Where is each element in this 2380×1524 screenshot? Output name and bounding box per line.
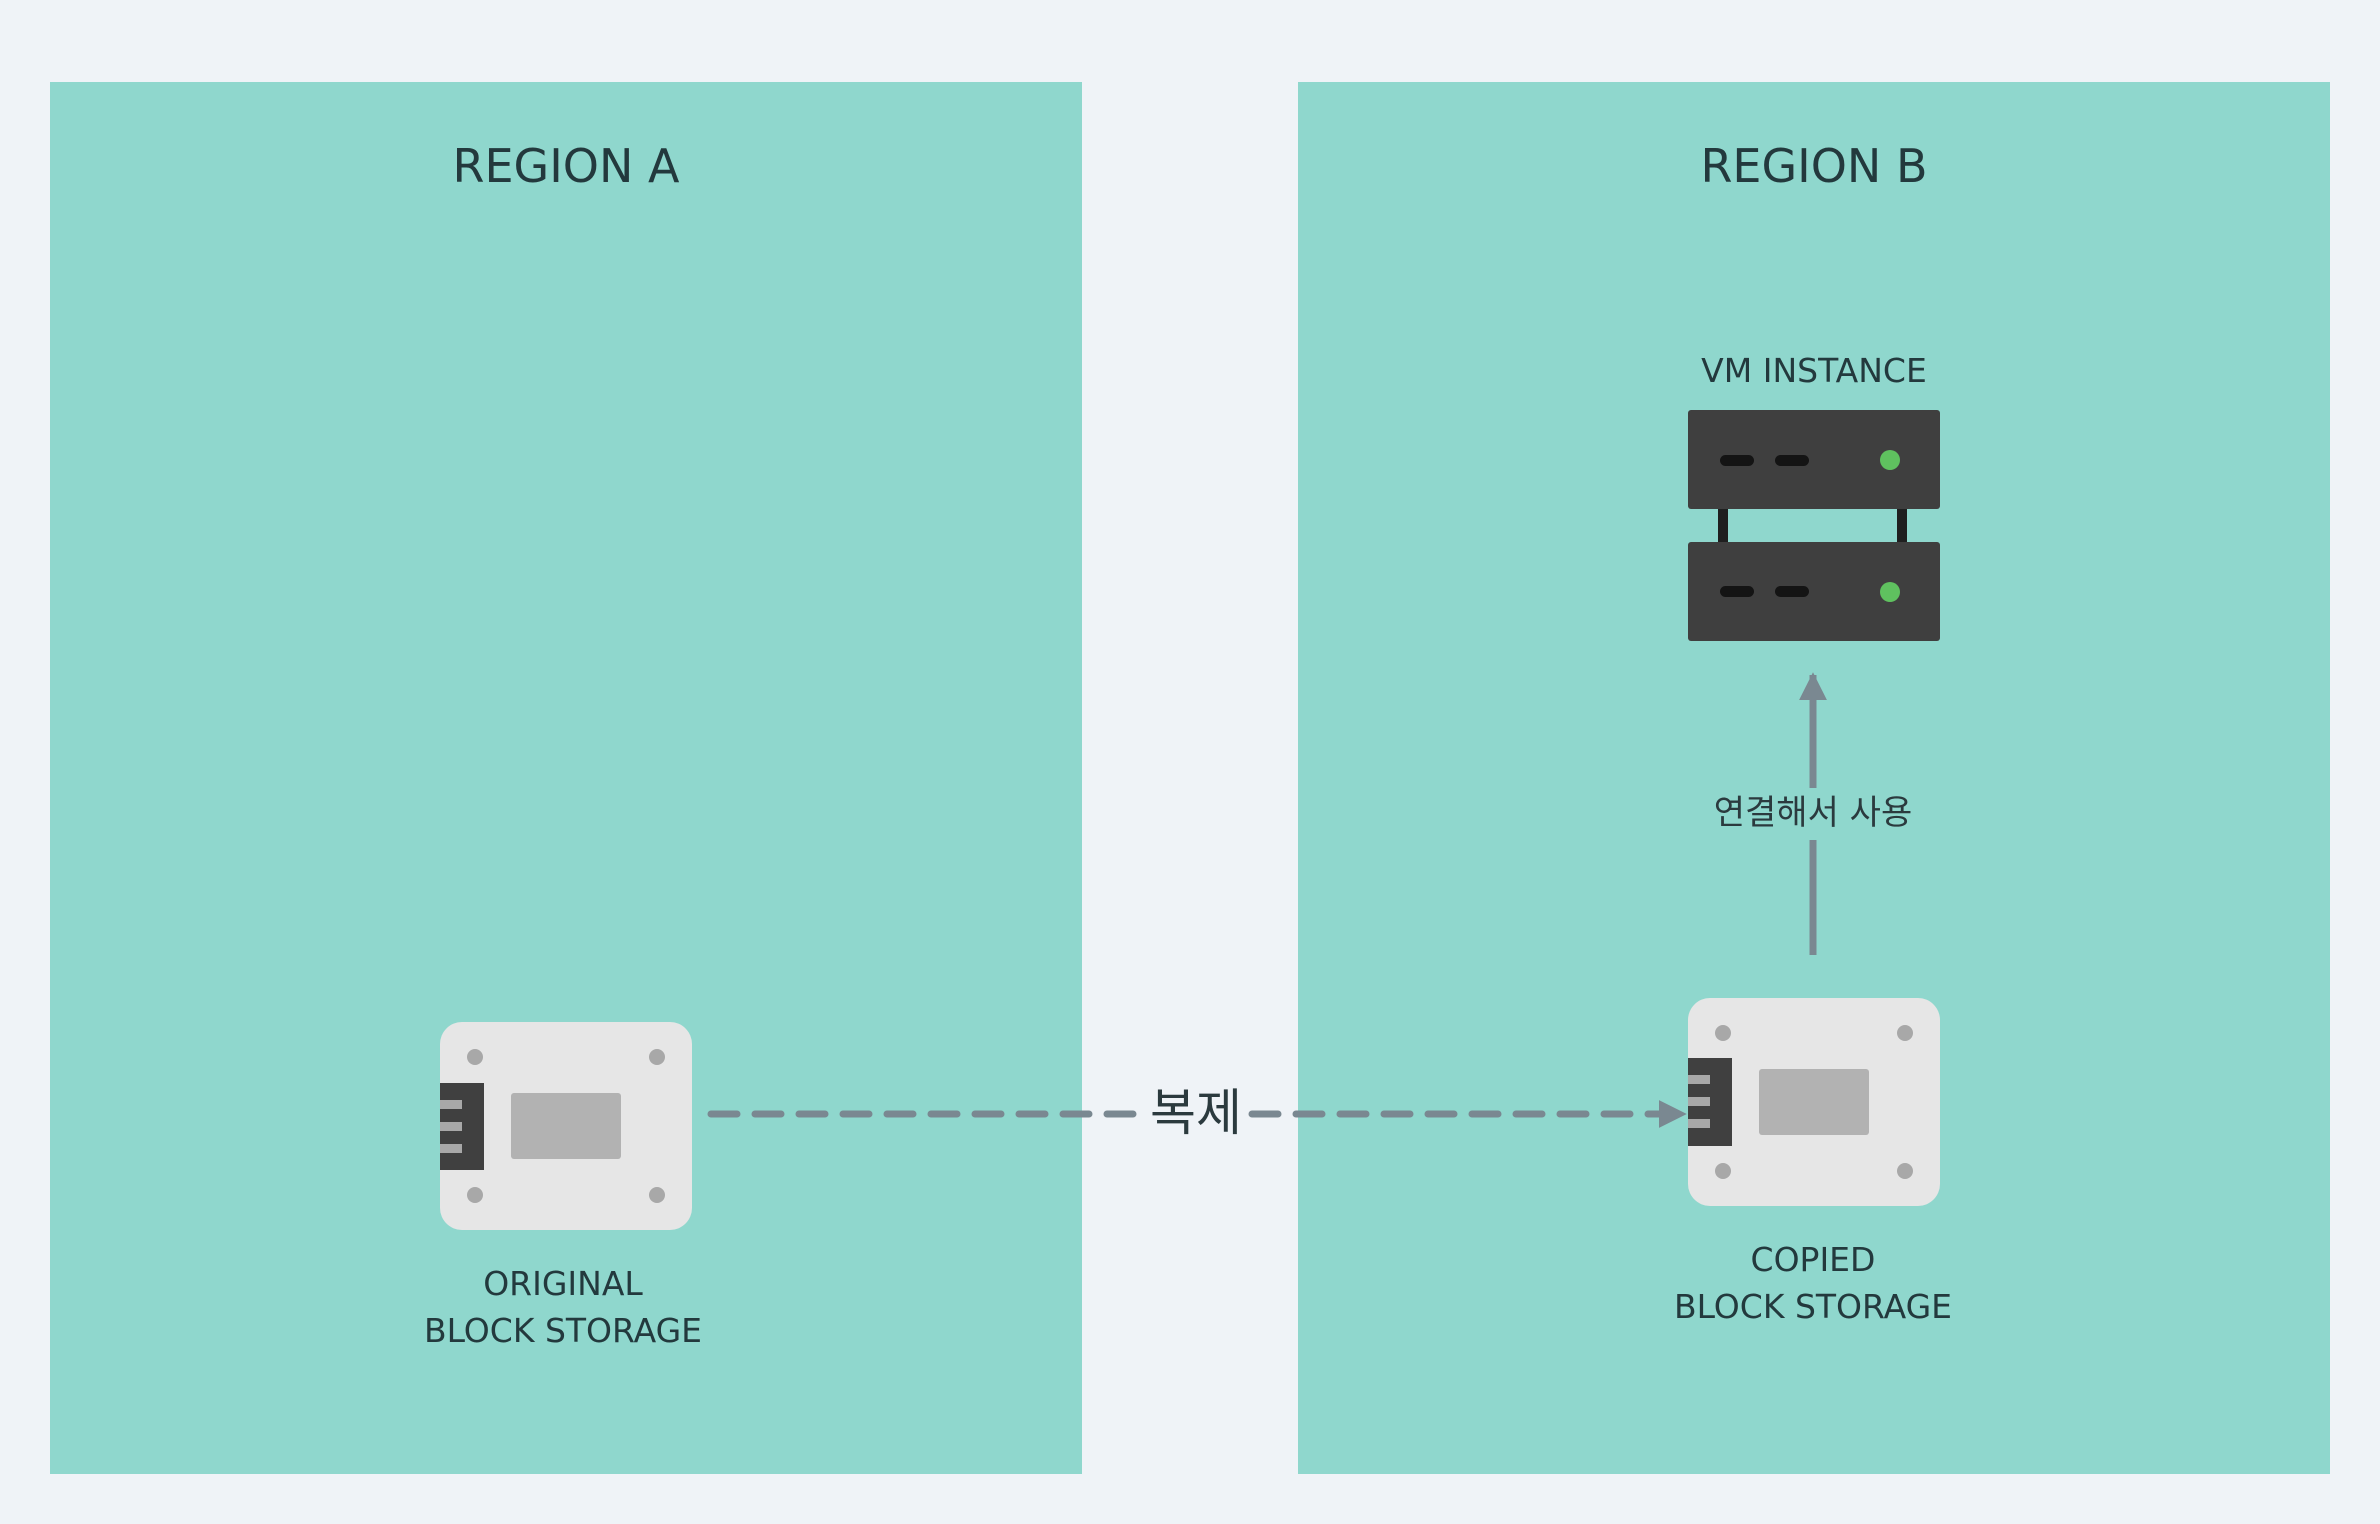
original-storage-label-line2: BLOCK STORAGE: [424, 1311, 702, 1350]
region-a-panel: [50, 82, 1082, 1474]
original-storage-label-line1: ORIGINAL: [483, 1264, 643, 1303]
vm-instance[interactable]: VM INSTANCE: [1688, 351, 1940, 641]
replication-label: 복제: [1150, 1084, 1242, 1142]
block-storage-icon: [440, 1022, 692, 1230]
copied-block-storage[interactable]: COPIED BLOCK STORAGE: [1674, 998, 1952, 1326]
block-storage-icon: [1688, 998, 1940, 1206]
attach-edge: 연결해서 사용: [1714, 672, 1913, 955]
copied-storage-label-line2: BLOCK STORAGE: [1674, 1287, 1952, 1326]
region-b-title: REGION B: [1700, 139, 1927, 193]
region-b: REGION B: [1298, 82, 2330, 1474]
server-rack-icon: [1688, 410, 1940, 641]
copied-storage-label-line1: COPIED: [1751, 1240, 1876, 1279]
region-a: REGION A: [50, 82, 1082, 1474]
region-a-title: REGION A: [453, 139, 680, 193]
replication-edge: 복제: [707, 1084, 1688, 1142]
attach-label: 연결해서 사용: [1714, 793, 1913, 833]
original-block-storage[interactable]: ORIGINAL BLOCK STORAGE: [424, 1022, 702, 1350]
vm-instance-label: VM INSTANCE: [1701, 351, 1927, 390]
